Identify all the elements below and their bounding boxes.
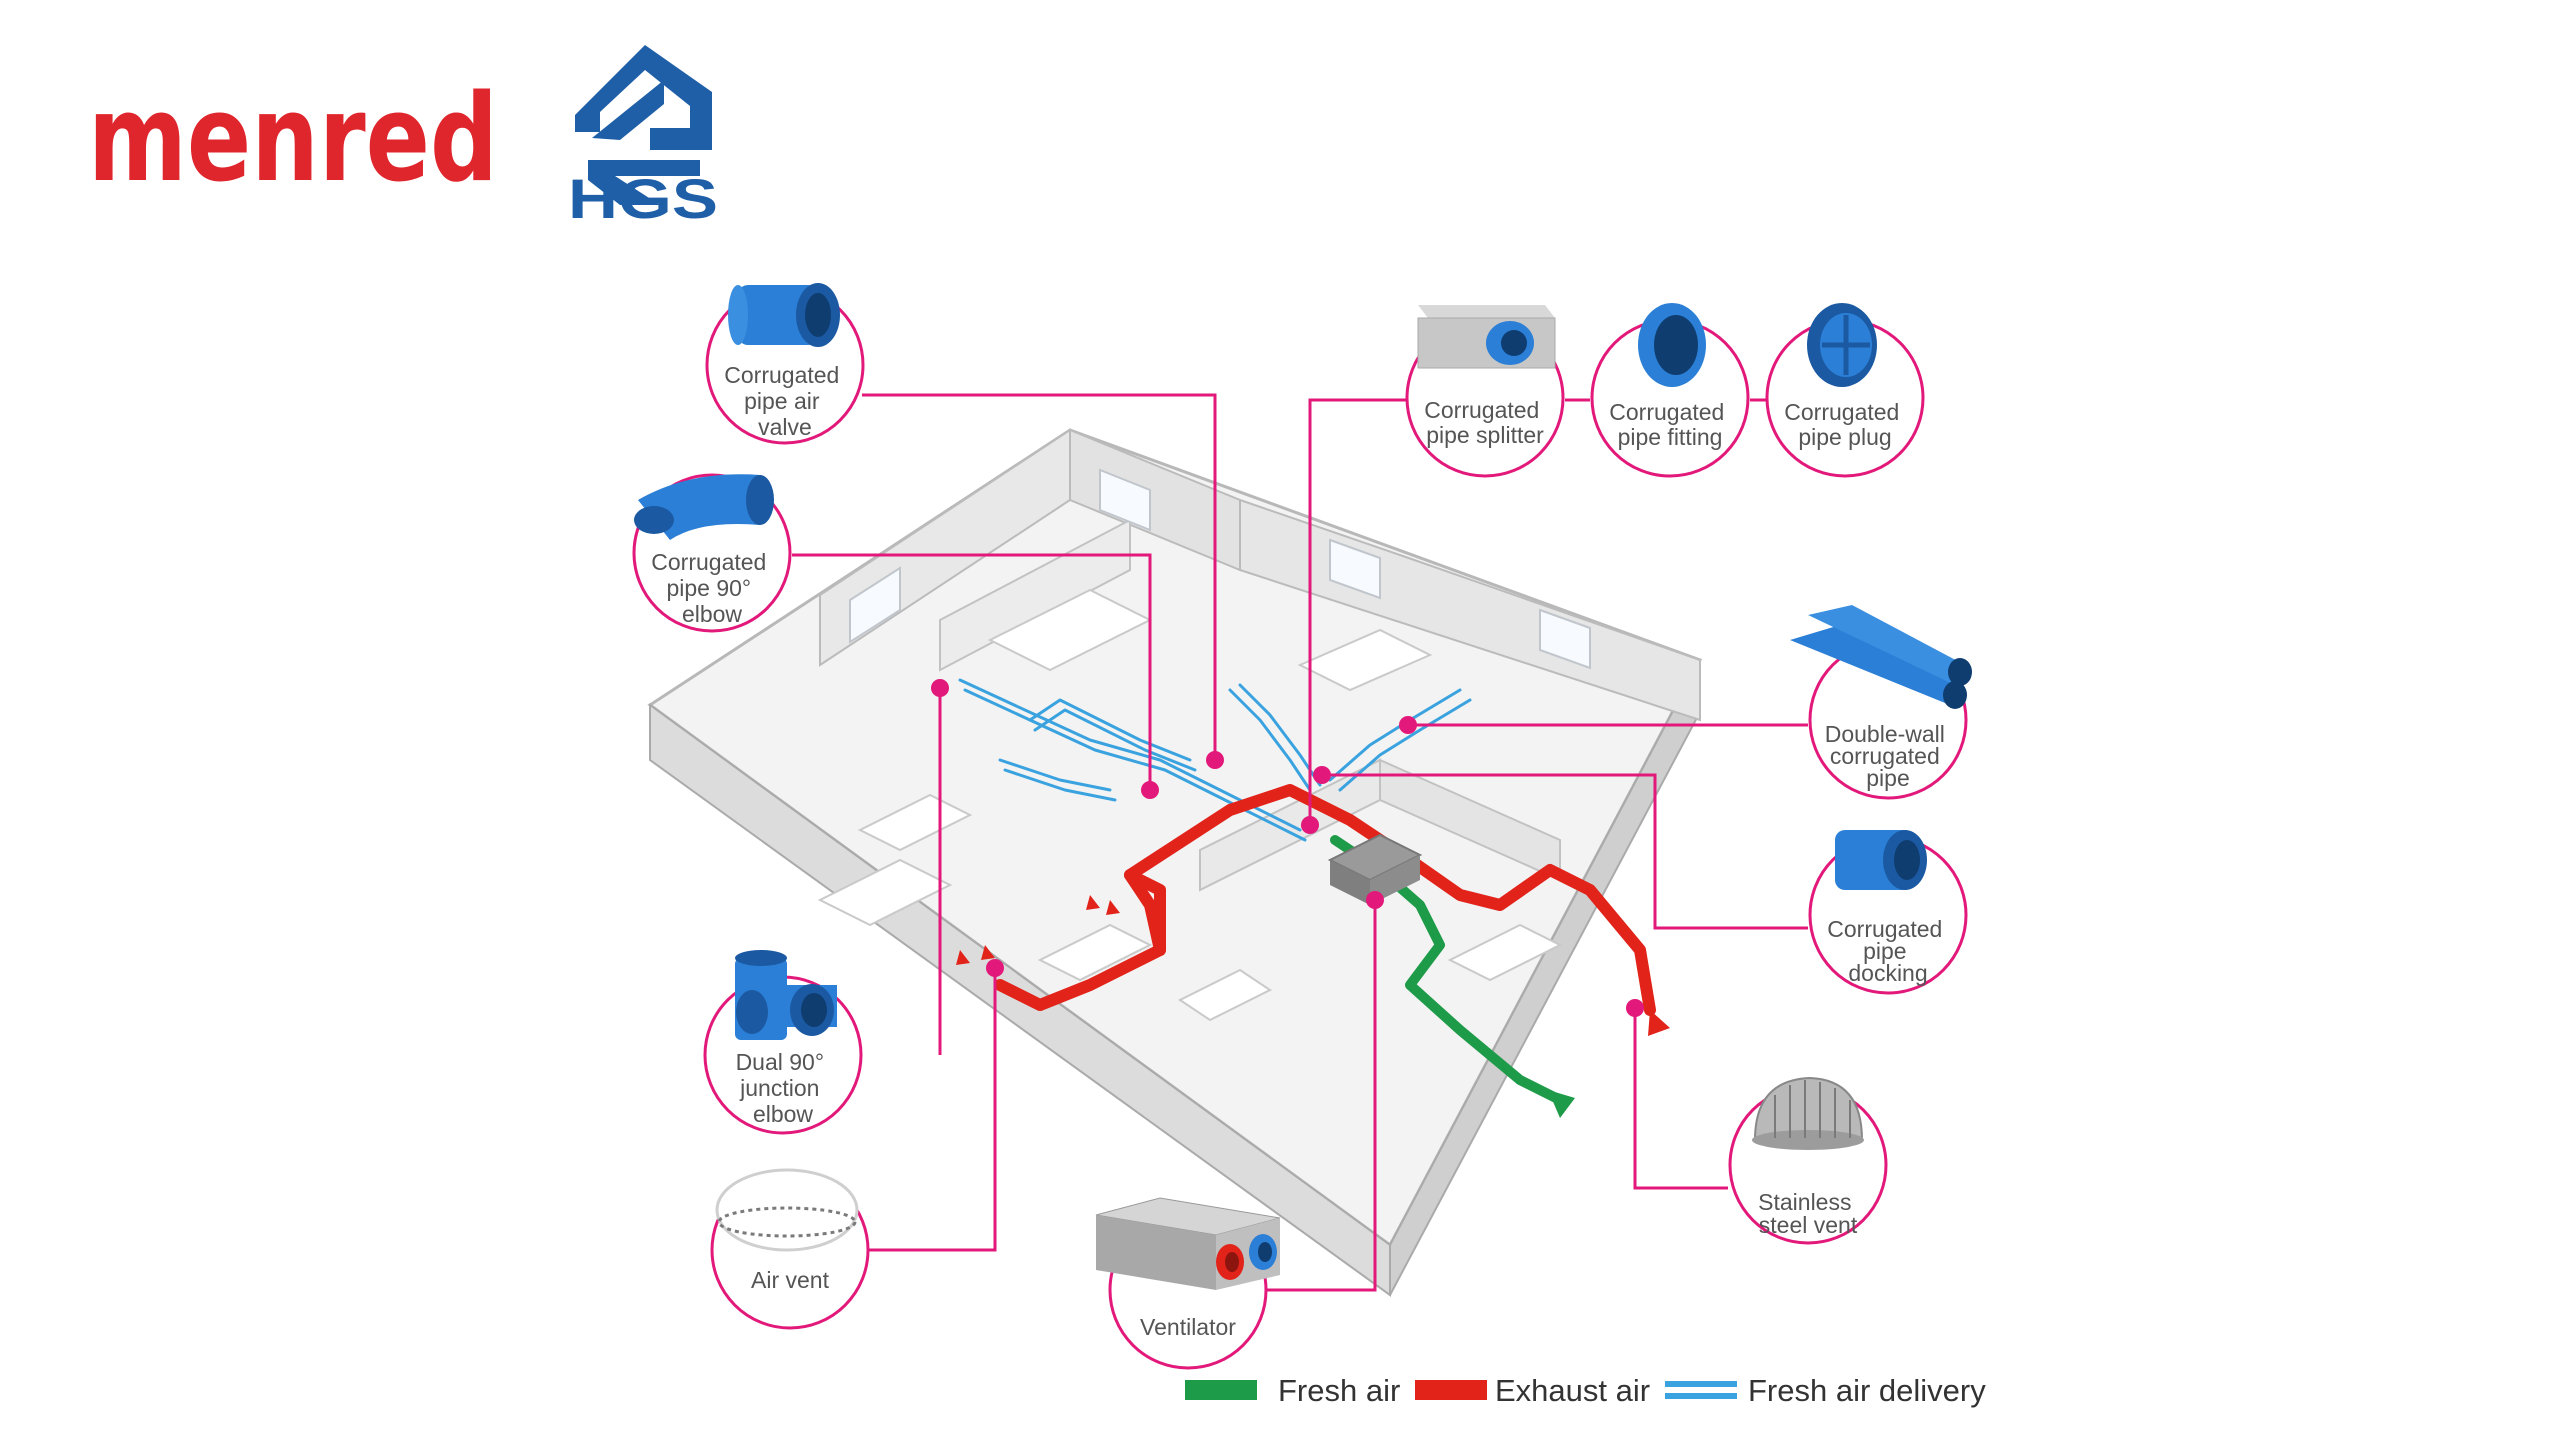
- legend-label-exhaust-air: Exhaust air: [1495, 1373, 1650, 1408]
- legend-swatch-fresh-air: [1185, 1380, 1257, 1400]
- callout-corrugated-pipe-fitting: Corrugated pipe fitting: [1590, 303, 1750, 478]
- svg-text:Corrugated pipe plug: Corrugated pipe plug: [1784, 399, 1905, 450]
- exhaust-air-ducts: [994, 784, 1656, 1016]
- svg-text:Air vent: Air vent: [751, 1267, 830, 1293]
- svg-text:Double-wall corrugated: Double-wall corrugated pipe: [1825, 721, 1952, 791]
- legend-swatch-fresh-air-delivery: [1665, 1381, 1737, 1399]
- svg-text:Corrugated pipe do: Corrugated pipe docking: [1827, 916, 1948, 986]
- splitter-box-icon: [1417, 305, 1556, 369]
- callout-label-line: docking: [1848, 960, 1927, 986]
- menred-wordmark: menred: [88, 70, 498, 209]
- legend-item-fresh-air: Fresh air: [1185, 1373, 1400, 1408]
- callout-corrugated-pipe-air-valve: Corrugated pipe air valve: [705, 283, 865, 445]
- callout-label-line: Corrugated: [1609, 399, 1724, 425]
- menred-logo: menred: [88, 70, 498, 209]
- ventilator-unit-icon: [1095, 1197, 1281, 1290]
- callout-stainless-steel-vent: Stainless steel vent: [1728, 1076, 1888, 1245]
- callout-label-line: Corrugated: [724, 362, 839, 388]
- svg-text:Ventilator: Ventilator: [1140, 1314, 1236, 1340]
- ventilator-in-plan: [1327, 833, 1423, 905]
- callout-ventilator: Ventilator: [1095, 1197, 1281, 1370]
- pipe-fitting-icon: [1638, 303, 1706, 387]
- elbow-pipe-icon: [634, 474, 774, 540]
- svg-text:Stainless steel vent: Stainless steel vent: [1758, 1189, 1858, 1238]
- callout-label-line: pipe plug: [1798, 424, 1891, 450]
- legend-swatch-exhaust-air: [1415, 1380, 1487, 1400]
- callout-label-line: Ventilator: [1140, 1314, 1236, 1340]
- air-vent-icon: [715, 1168, 859, 1252]
- svg-text:Dual 90° junction: Dual 90° junction elbow: [736, 1049, 831, 1127]
- steel-vent-icon: [1752, 1076, 1864, 1150]
- svg-text:Corrugated pipe 90°: Corrugated pipe 90° elbow: [651, 549, 772, 627]
- svg-text:Corrugated pipe splitter: Corrugated pipe splitter: [1424, 397, 1545, 448]
- exhaust-arrows: [956, 895, 1670, 1036]
- callout-label-line: Corrugated: [1784, 399, 1899, 425]
- callout-label-line: Corrugated: [1827, 916, 1942, 942]
- callout-label-line: pipe fitting: [1618, 424, 1723, 450]
- double-wall-pipe-icon: [1790, 605, 1972, 709]
- pipe-docking-icon: [1835, 830, 1927, 890]
- svg-text:Corrugated pipe fitting: Corrugated pipe fitting: [1609, 399, 1730, 450]
- callout-label-line: steel vent: [1759, 1212, 1858, 1238]
- corrugated-pipe-air-valve-icon: [728, 283, 840, 347]
- hgs-logo: HGS: [568, 45, 718, 230]
- legend-item-exhaust-air: Exhaust air: [1415, 1373, 1650, 1408]
- callout-label-line: pipe: [1866, 765, 1909, 791]
- callout-label-line: pipe splitter: [1426, 422, 1544, 448]
- callout-label-line: Double-wall: [1825, 721, 1945, 747]
- callout-label-line: Air vent: [751, 1267, 830, 1293]
- callout-air-vent: Air vent: [710, 1168, 870, 1330]
- callout-label-line: elbow: [682, 601, 742, 627]
- callout-leader-lines: [792, 393, 1808, 1292]
- hgs-emblem-icon: [575, 45, 712, 205]
- hgs-wordmark: HGS: [568, 167, 718, 230]
- windows: [849, 468, 1591, 670]
- callout-corrugated-pipe-plug: Corrugated pipe plug: [1765, 303, 1925, 478]
- callout-double-wall-corrugated-pipe: Double-wall corrugated pipe: [1790, 605, 1972, 800]
- callout-label-line: junction: [739, 1075, 819, 1101]
- callout-label-line: pipe: [1863, 938, 1906, 964]
- fresh-air-arrow: [1548, 1090, 1575, 1118]
- callout-label-line: Corrugated: [1424, 397, 1539, 423]
- callout-label-line: pipe 90°: [666, 575, 751, 601]
- dual-junction-elbow-icon: [735, 950, 837, 1040]
- callout-dual-90-junction-elbow: Dual 90° junction elbow: [703, 950, 863, 1135]
- pipe-plug-icon: [1807, 303, 1877, 387]
- partition-bedroom: [939, 518, 1131, 672]
- legend-label-fresh-air: Fresh air: [1278, 1373, 1400, 1408]
- callout-label-line: Dual 90°: [736, 1049, 824, 1075]
- callout-label-line: corrugated: [1830, 743, 1940, 769]
- callout-label-line: pipe air: [744, 388, 820, 414]
- furniture: [817, 588, 1563, 1022]
- apartment-floorplan: [647, 428, 1703, 1297]
- callout-label-line: Corrugated: [651, 549, 766, 575]
- legend-item-fresh-air-delivery: Fresh air delivery: [1665, 1373, 1986, 1408]
- callout-corrugated-pipe-splitter: Corrugated pipe splitter: [1405, 305, 1565, 478]
- callout-anchor-dots: [931, 679, 1644, 1017]
- callout-label-line: valve: [758, 414, 812, 440]
- callout-corrugated-pipe-90-elbow: Corrugated pipe 90° elbow: [632, 473, 792, 633]
- callout-label-line: elbow: [753, 1101, 813, 1127]
- callout-corrugated-pipe-docking: Corrugated pipe docking: [1808, 830, 1968, 995]
- callout-label-line: Stainless: [1758, 1189, 1851, 1215]
- legend: Fresh air Exhaust air Fresh air delivery: [1185, 1373, 1986, 1408]
- legend-label-fresh-air-delivery: Fresh air delivery: [1748, 1373, 1986, 1408]
- svg-text:Corrugated pipe air: Corrugated pipe air valve: [724, 362, 845, 440]
